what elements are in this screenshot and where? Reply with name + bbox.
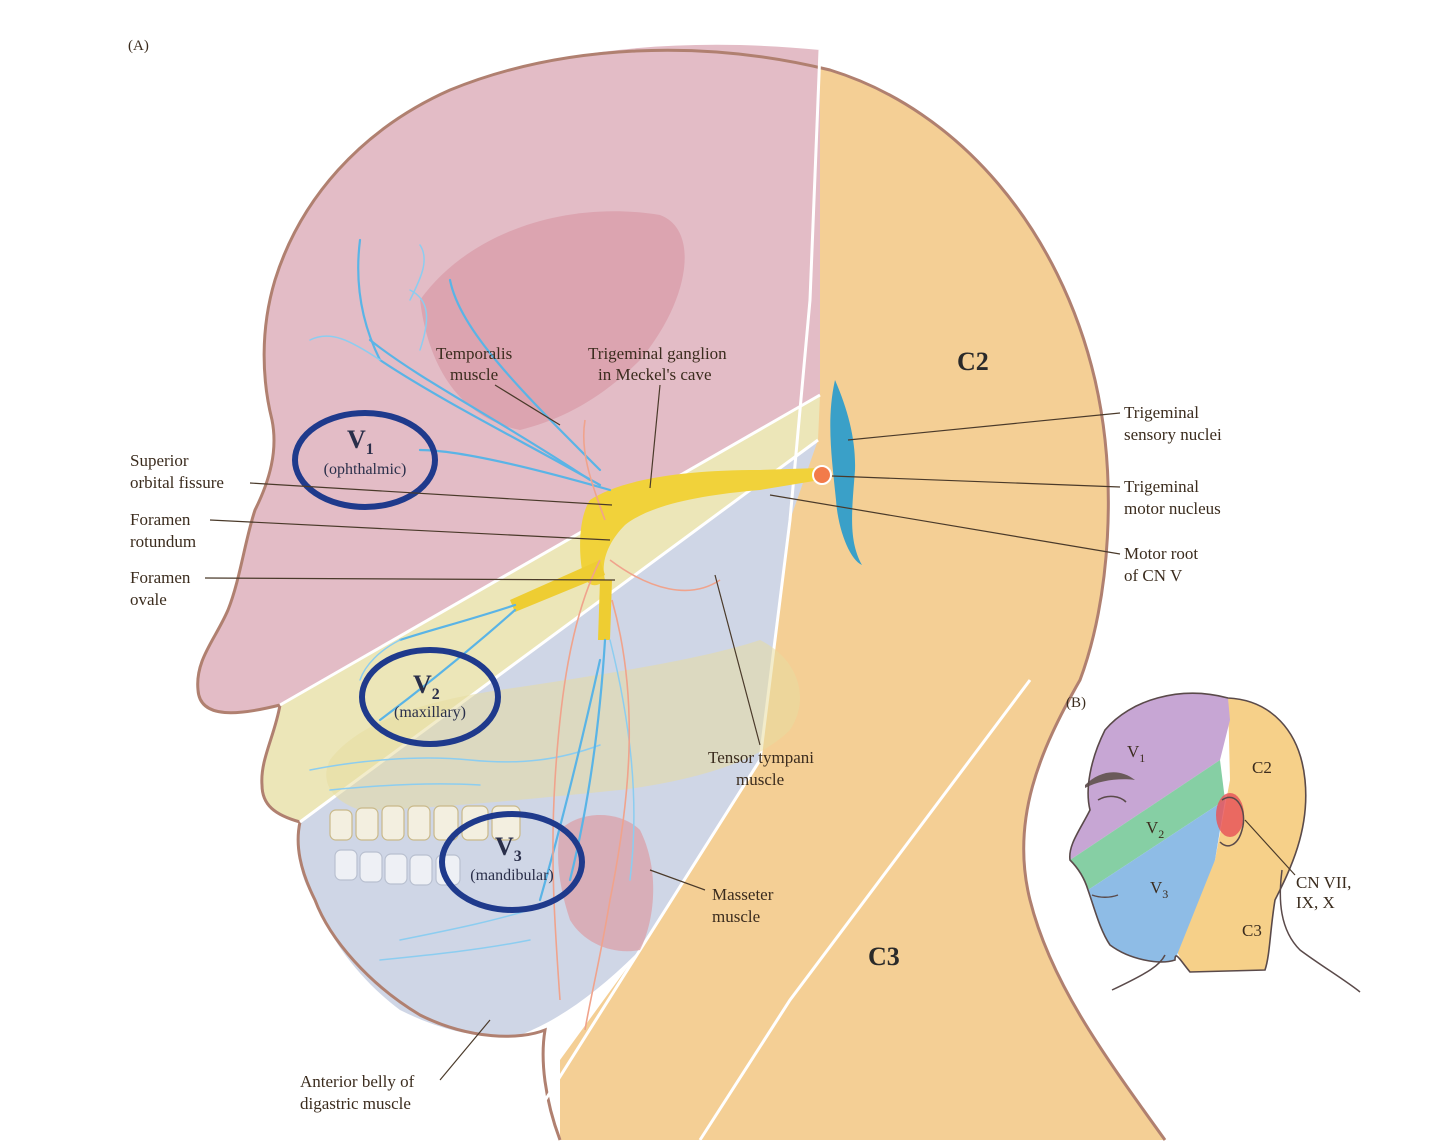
panel-b: (B) V1 V2 V3 C2 C3 CN VII, IX, X [1066, 692, 1361, 993]
v3-ring [439, 811, 585, 913]
sensory-nuclei-shape [830, 380, 862, 565]
panel-b-ear [1216, 793, 1244, 837]
panel-b-eye [1097, 795, 1127, 803]
panel-b-mouth [1091, 894, 1119, 898]
svg-text:muscle: muscle [712, 907, 760, 926]
panel-b-v2-label: V2 [1146, 818, 1164, 841]
v3-letter: V3 [495, 832, 522, 865]
v3-name: (mandibular) [470, 867, 554, 884]
label-tensor-tympani: Tensor tympani muscle [708, 574, 814, 789]
v1-letter: V1 [347, 425, 374, 458]
panel-b-v1-region [1069, 693, 1230, 860]
panel-b-c3-label: C3 [1242, 921, 1262, 940]
svg-text:muscle: muscle [736, 770, 784, 789]
teeth-upper [329, 805, 521, 841]
label-sensory-nuclei: Trigeminal sensory nuclei [847, 403, 1222, 444]
v2-name: (maxillary) [394, 704, 466, 721]
panel-a: (A) [128, 38, 1222, 1141]
panel-b-ear-outline [1219, 796, 1245, 847]
temporalis-muscle [420, 211, 685, 430]
head-outline [196, 48, 1167, 1141]
v2-nerve-branch [510, 560, 605, 612]
label-motor-root: Motor root of CN V [769, 494, 1198, 585]
label-ganglion: Trigeminal ganglion in Meckel's cave [588, 344, 727, 489]
c2-region-label: C2 [957, 347, 989, 376]
svg-text:Trigeminal ganglion: Trigeminal ganglion [588, 344, 727, 363]
motor-fibers [552, 419, 721, 1031]
svg-text:Motor root: Motor root [1124, 544, 1198, 563]
c2-c3-region [560, 50, 1165, 1140]
boundary-c-region [518, 49, 822, 1141]
motor-nucleus-dot [812, 465, 832, 485]
v1-ring [292, 410, 438, 510]
svg-text:in Meckel's cave: in Meckel's cave [598, 365, 712, 384]
nerve-branches-v2 [309, 603, 601, 791]
panel-b-cn-leader [1244, 819, 1296, 876]
panel-b-tag: (B) [1066, 695, 1086, 711]
svg-text:muscle: muscle [450, 365, 498, 384]
panel-b-v2-region [1070, 760, 1225, 890]
label-masseter: Masseter muscle [649, 869, 774, 926]
svg-text:Superior: Superior [130, 451, 189, 470]
v2-letter: V2 [413, 670, 440, 703]
svg-text:motor nucleus: motor nucleus [1124, 499, 1221, 518]
trigeminal-trunk [580, 468, 820, 586]
svg-text:Foramen: Foramen [130, 568, 191, 587]
panel-b-neck-back [1279, 869, 1361, 993]
label-temporalis: Temporalis muscle [436, 344, 561, 426]
svg-text:Temporalis: Temporalis [436, 344, 512, 363]
panel-b-c2-label: C2 [1252, 758, 1272, 777]
boundary-v1-v2 [279, 393, 821, 707]
svg-text:Masseter: Masseter [712, 885, 774, 904]
svg-text:Trigeminal: Trigeminal [1124, 477, 1199, 496]
panel-b-head-outline [1069, 692, 1307, 973]
boundary-c2-c3 [698, 679, 1032, 1141]
svg-text:Foramen: Foramen [130, 510, 191, 529]
svg-text:Anterior belly of: Anterior belly of [300, 1072, 415, 1091]
v3-nerve-branch [598, 580, 612, 640]
label-foramen-ovale: Foramen ovale [130, 568, 616, 609]
svg-text:Tensor tympani: Tensor tympani [708, 748, 814, 767]
panel-b-cn-label-1: CN VII, [1296, 873, 1351, 892]
svg-text:digastric muscle: digastric muscle [300, 1094, 411, 1113]
svg-text:orbital fissure: orbital fissure [130, 473, 224, 492]
panel-b-neck-front [1111, 954, 1166, 991]
label-foramen-rotundum: Foramen rotundum [130, 510, 611, 551]
v1-name: (ophthalmic) [324, 461, 407, 478]
c3-region-label: C3 [868, 942, 900, 971]
panel-b-v3-label: V3 [1150, 878, 1168, 901]
teeth-lower [334, 849, 461, 886]
svg-text:of CN V: of CN V [1124, 566, 1183, 585]
svg-text:Trigeminal: Trigeminal [1124, 403, 1199, 422]
svg-text:ovale: ovale [130, 590, 167, 609]
label-superior-orbital-fissure: Superior orbital fissure [130, 451, 613, 506]
svg-text:rotundum: rotundum [130, 532, 196, 551]
v2-ring [359, 647, 501, 747]
label-motor-nucleus: Trigeminal motor nucleus [831, 475, 1221, 518]
panel-a-tag: (A) [128, 38, 149, 54]
panel-b-v1-label: V1 [1127, 742, 1145, 765]
skull-hint [326, 640, 800, 810]
panel-b-cn-label-2: IX, X [1296, 893, 1335, 912]
panel-b-brow [1085, 772, 1135, 788]
panel-b-v3-region [1088, 800, 1225, 962]
label-digastric: Anterior belly of digastric muscle [300, 1019, 491, 1113]
svg-text:sensory nuclei: sensory nuclei [1124, 425, 1222, 444]
